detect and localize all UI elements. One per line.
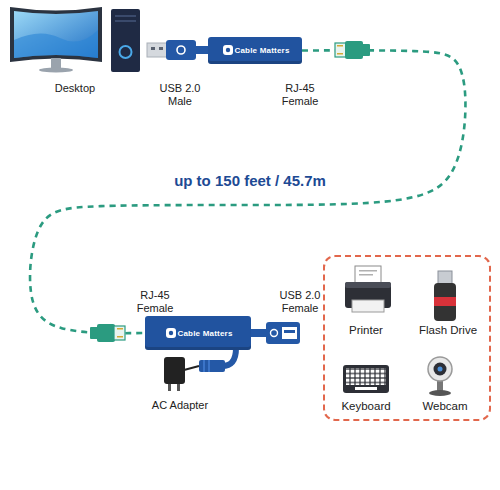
webcam-lens xyxy=(434,363,447,376)
keyboard-keys xyxy=(346,368,386,385)
monitor-frame xyxy=(10,7,102,62)
rj45-plug-tip xyxy=(114,326,125,340)
device-label: Keyboard xyxy=(325,399,407,413)
usb-female-connector xyxy=(266,322,300,344)
printer-tray xyxy=(352,300,384,312)
flash-connector xyxy=(438,271,452,284)
device-group-box: PrinterFlash DriveKeyboardWebcam xyxy=(323,255,491,421)
keyboard-body xyxy=(343,365,389,393)
brand-text: Cable Matters xyxy=(234,46,289,55)
brand-logo xyxy=(177,46,185,54)
ethernet-cable xyxy=(30,50,465,333)
port-label: RJ-45 Female xyxy=(125,289,185,315)
device-label: Printer xyxy=(325,323,407,337)
webcam-head xyxy=(428,357,452,381)
monitor-stand xyxy=(51,58,61,69)
power-button xyxy=(120,46,132,58)
port-label: USB 2.0 Female xyxy=(270,289,330,315)
plug-ridge xyxy=(203,360,205,372)
usb-plug-metal xyxy=(147,43,167,57)
printer-top xyxy=(345,282,391,288)
brand-text: Cable Matters xyxy=(177,329,232,338)
usb-cable xyxy=(250,329,267,337)
pc-tower xyxy=(111,9,140,72)
usb-cable xyxy=(195,46,209,54)
screen-wave xyxy=(14,30,98,58)
tower-slot xyxy=(115,15,136,17)
distance-label: up to 150 feet / 45.7m xyxy=(140,172,360,190)
rj45-contact xyxy=(117,328,123,330)
rj45-plug-boot xyxy=(362,44,370,56)
paper-line xyxy=(359,274,373,276)
port-label: AC Adapter xyxy=(145,399,215,412)
adapter-prong xyxy=(177,384,180,391)
webcam-glint xyxy=(438,367,443,372)
monitor-screen xyxy=(14,11,98,58)
tower-slot xyxy=(115,20,136,22)
barrel-plug xyxy=(199,360,225,372)
paper-line xyxy=(359,270,377,272)
port-label: RJ-45 Female xyxy=(270,82,330,108)
printer-paper xyxy=(355,266,381,284)
adapter-box: Cable Matters xyxy=(208,37,302,64)
adapter-prong xyxy=(168,384,171,391)
flash-band xyxy=(434,297,456,306)
rj45-plug-body xyxy=(345,41,363,59)
webcam-base xyxy=(429,390,451,396)
port-label: USB 2.0 Male xyxy=(155,82,205,108)
device-caption: Desktop xyxy=(45,82,105,95)
rj45-contact xyxy=(117,336,123,338)
plug-ridge xyxy=(208,360,210,372)
monitor-base xyxy=(39,68,73,73)
device-label: Webcam xyxy=(403,399,487,413)
flash-body xyxy=(434,283,456,321)
usb-plug-hole xyxy=(151,47,155,50)
ac-adapter-body xyxy=(164,357,185,384)
rj45-plug-boot xyxy=(90,327,98,339)
usb-port-tongue xyxy=(284,330,295,333)
usb-plug-hole xyxy=(159,47,163,50)
device-label: Flash Drive xyxy=(405,323,491,337)
rj45-plug-tip xyxy=(335,43,346,57)
adapter-cord xyxy=(184,366,199,370)
rj45-contact xyxy=(337,45,343,47)
keyboard-spacebar xyxy=(355,387,377,390)
rj45-plug-body xyxy=(97,324,115,342)
usb-plug-body xyxy=(166,40,196,60)
rj45-contact xyxy=(337,53,343,55)
usb-port-opening xyxy=(282,327,297,339)
adapter-box: Cable Matters xyxy=(145,316,251,350)
brand-logo xyxy=(271,330,278,337)
